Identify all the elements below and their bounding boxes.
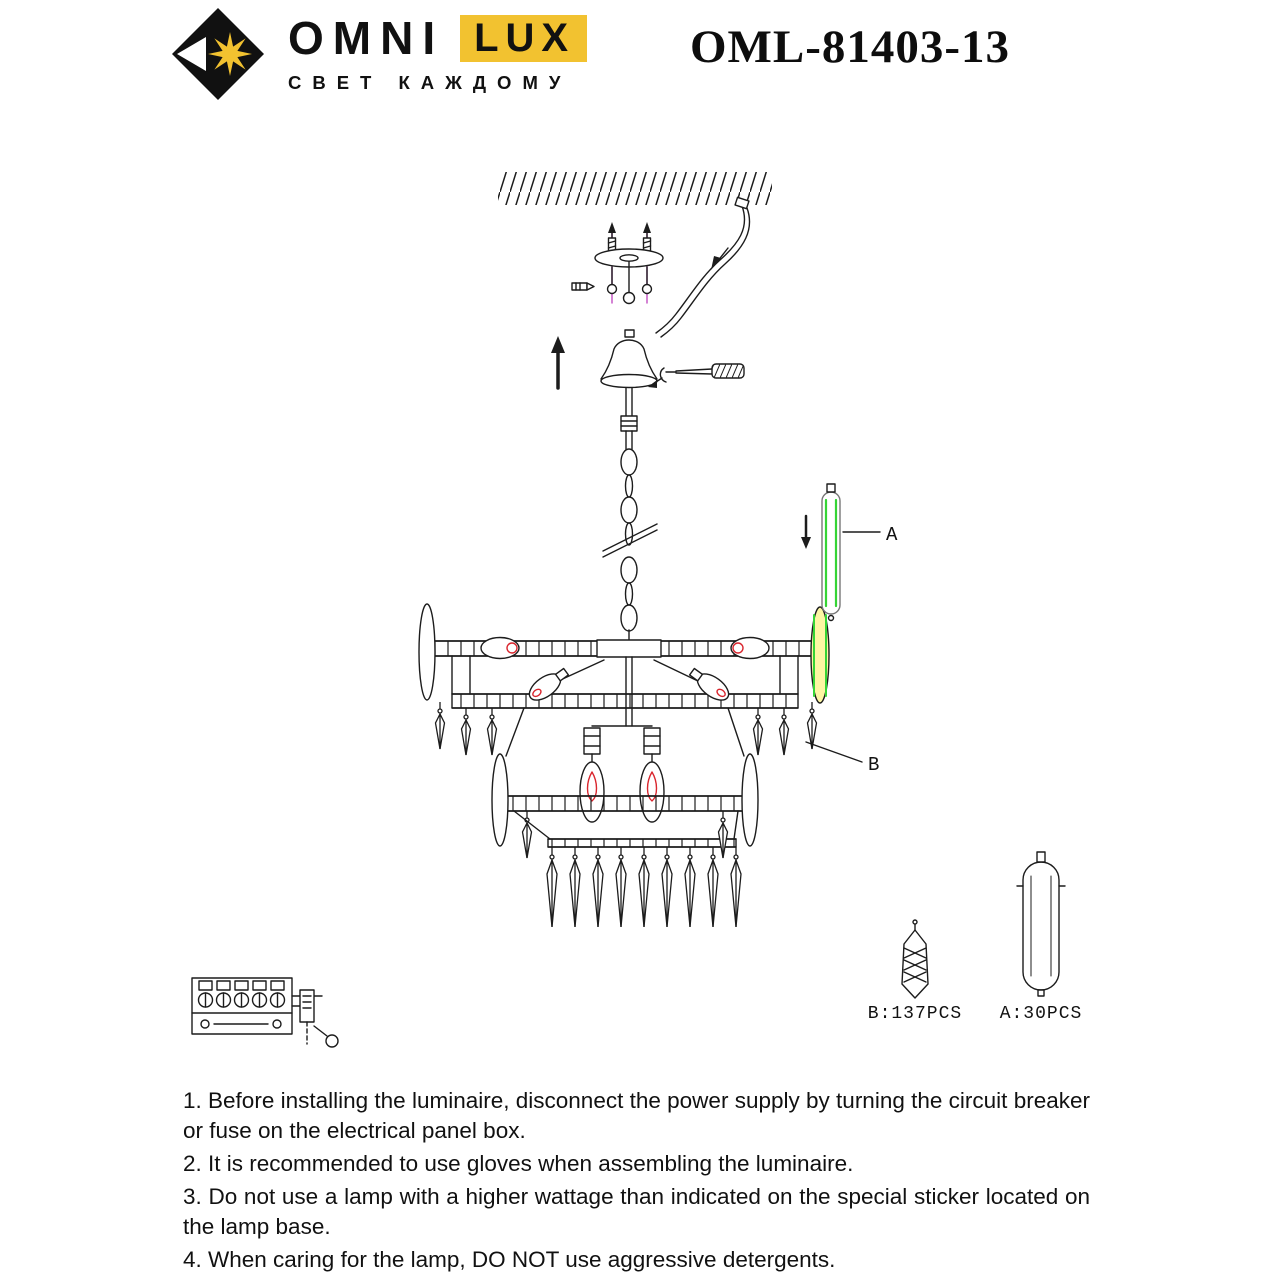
brand-logo: OMNI LUX СВЕТ КАЖДОМУ	[170, 6, 588, 102]
label-b: B	[868, 754, 879, 776]
up-arrow	[551, 336, 565, 390]
brand-name-omni: OMNI	[288, 12, 445, 64]
instruction-step-4: 4. When caring for the lamp, DO NOT use …	[183, 1247, 836, 1272]
power-wire	[655, 196, 751, 338]
terminal-block-diagram	[191, 977, 339, 1048]
lamp-bulbs	[480, 636, 770, 823]
instruction-step-3: 3. Do not use a lamp with a higher watta…	[183, 1184, 1090, 1239]
canopy	[600, 329, 658, 389]
part-b-count: B:137PCS	[868, 1004, 962, 1024]
part-b-detail: B:137PCS	[868, 919, 962, 1024]
crystal-a-callout: A	[801, 483, 898, 622]
screwdriver-icon	[648, 363, 745, 388]
instruction-step-1: 1. Before installing the luminaire, disc…	[183, 1088, 1090, 1143]
second-tier	[491, 707, 759, 848]
ceiling-hatch	[498, 172, 772, 205]
mounting-bracket	[571, 222, 664, 305]
part-a-count: A:30PCS	[1000, 1004, 1083, 1024]
brand-tagline: СВЕТ КАЖДОМУ	[288, 71, 572, 93]
brand-name-lux: LUX	[460, 14, 588, 62]
hanging-chain	[602, 387, 658, 642]
brand-text: OMNI LUX СВЕТ КАЖДОМУ	[288, 12, 588, 94]
instruction-step-2: 2. It is recommended to use gloves when …	[183, 1151, 854, 1176]
crystal-b-callout: B	[805, 741, 879, 776]
model-number: OML-81403-13	[689, 21, 1011, 73]
label-a: A	[886, 524, 898, 546]
omnilux-logo-icon	[172, 8, 264, 100]
part-a-detail: A:30PCS	[1000, 851, 1083, 1024]
instructions-list: 1. Before installing the luminaire, disc…	[183, 1086, 1090, 1278]
